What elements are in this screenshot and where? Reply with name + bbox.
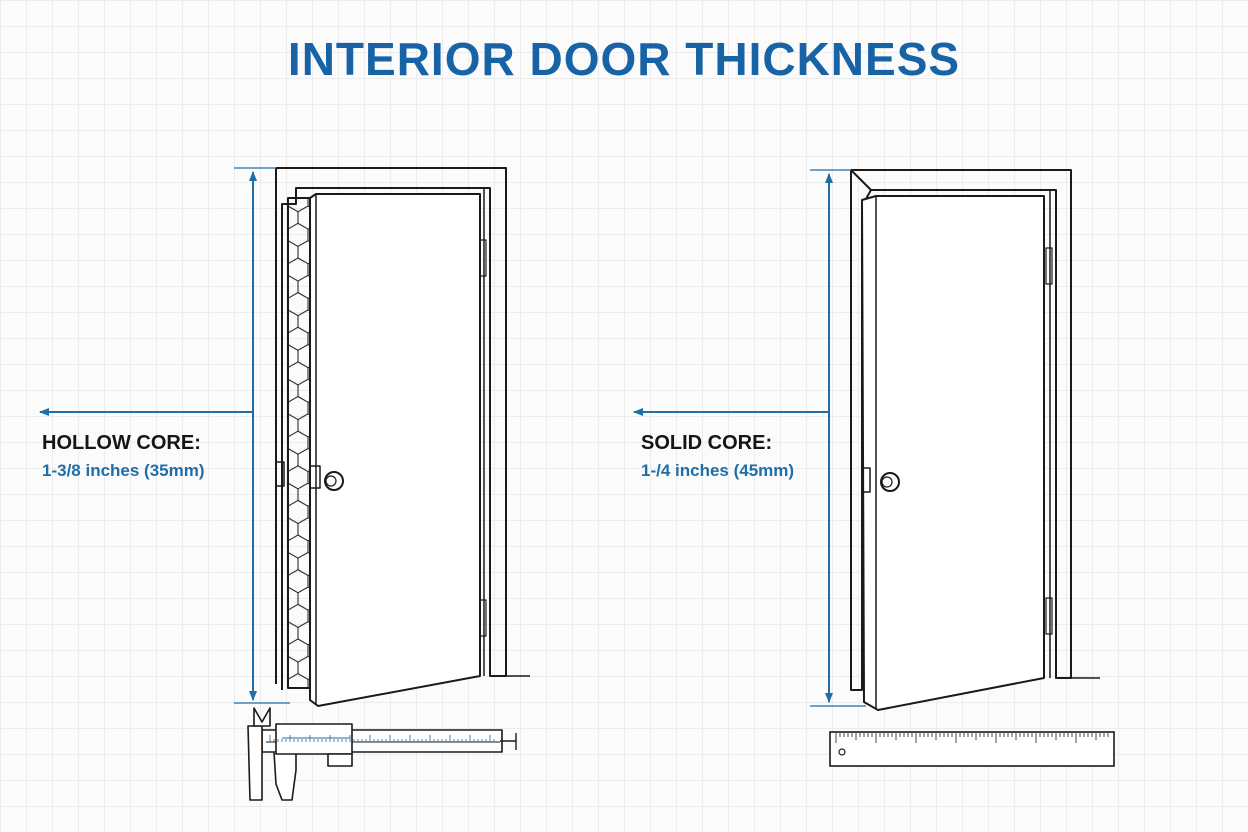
ruler-scale xyxy=(835,733,1109,743)
ruler-icon xyxy=(829,731,1115,767)
solid-thickness-dimension xyxy=(633,169,866,707)
hollow-thickness-dimension xyxy=(39,167,290,704)
hollow-core-measurement: 1-3/8 inches (35mm) xyxy=(42,461,205,480)
solid-core-measurement: 1-/4 inches (45mm) xyxy=(641,461,795,480)
solid-core-heading: SOLID CORE: xyxy=(641,432,773,454)
caliper-scale xyxy=(269,735,495,742)
solid-core-label: SOLID CORE: 1-/4 inches (45mm) xyxy=(641,432,794,481)
solid-core-door xyxy=(850,169,1100,711)
page-title: INTERIOR DOOR THICKNESS xyxy=(287,33,961,85)
hollow-core-heading: HOLLOW CORE: xyxy=(42,432,201,454)
hollow-core-label: HOLLOW CORE: 1-3/8 inches (35mm) xyxy=(42,432,205,481)
hollow-core-door xyxy=(275,167,530,707)
caliper-icon xyxy=(247,707,517,801)
